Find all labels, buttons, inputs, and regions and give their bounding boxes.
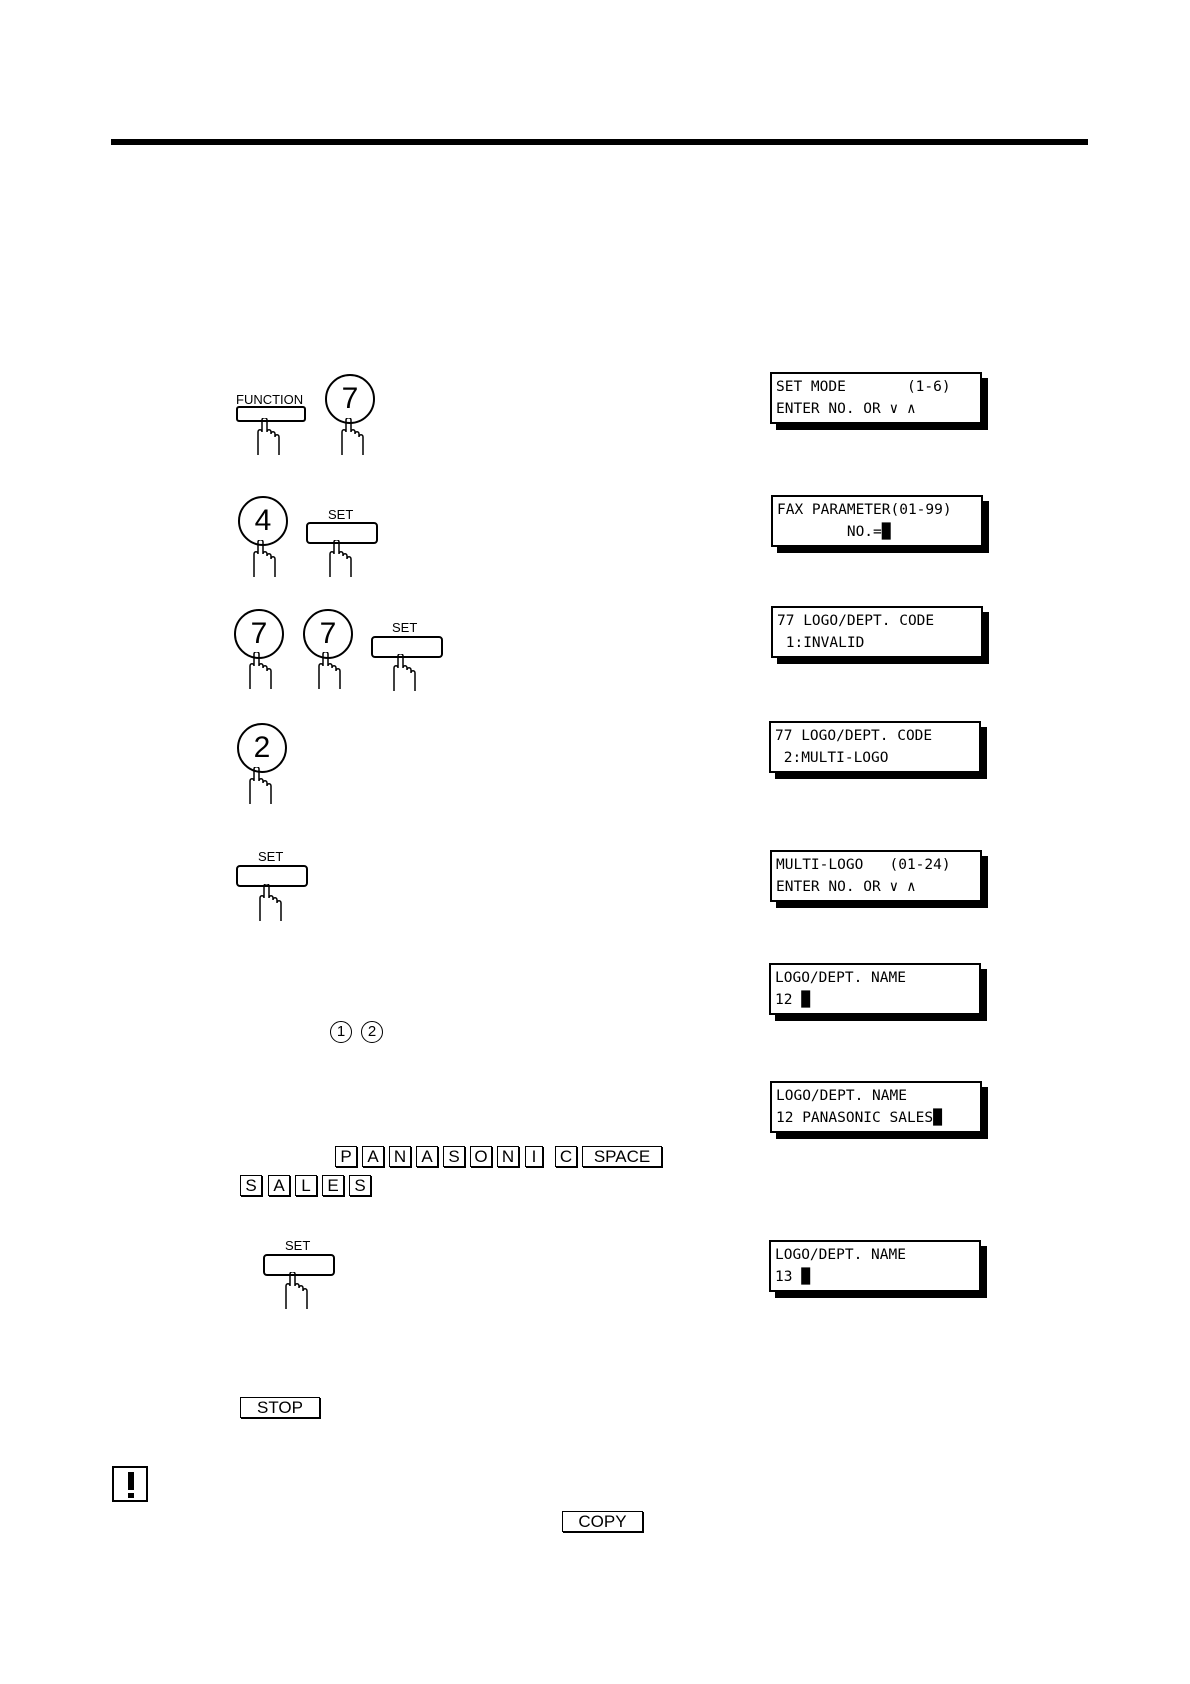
hand-icon	[315, 651, 351, 695]
set-key-label: SET	[328, 507, 354, 522]
digit-7-key[interactable]: 7	[303, 609, 353, 659]
function-key-label: FUNCTION	[236, 392, 304, 407]
top-rule	[111, 139, 1088, 145]
key-s[interactable]: S	[240, 1175, 262, 1196]
hand-icon	[256, 883, 292, 927]
function-key[interactable]	[236, 406, 306, 422]
space-key[interactable]: SPACE	[582, 1146, 662, 1167]
key-e[interactable]: E	[322, 1175, 344, 1196]
digit-2-key[interactable]: 2	[361, 1021, 383, 1043]
key-l[interactable]: L	[295, 1175, 317, 1196]
set-key[interactable]	[263, 1254, 335, 1276]
key-s[interactable]: S	[349, 1175, 371, 1196]
lcd-line: 12 █	[775, 992, 810, 1008]
lcd-line: LOGO/DEPT. NAME	[775, 1247, 906, 1263]
lcd-line: NO.=█	[777, 524, 891, 540]
set-key-label: SET	[285, 1238, 311, 1253]
stop-key[interactable]: STOP	[240, 1397, 320, 1418]
digit-4-key[interactable]: 4	[238, 496, 288, 546]
lcd-display-7: LOGO/DEPT. NAME 12 PANASONIC SALES█	[770, 1081, 982, 1133]
lcd-line: 13 █	[775, 1269, 810, 1285]
lcd-line: MULTI-LOGO (01-24)	[776, 857, 951, 873]
lcd-display-4: 77 LOGO/DEPT. CODE 2:MULTI-LOGO	[769, 721, 981, 773]
key-o[interactable]: O	[470, 1146, 492, 1167]
hand-icon	[250, 539, 286, 583]
key-a[interactable]: A	[416, 1146, 438, 1167]
key-c[interactable]: C	[555, 1146, 577, 1167]
lcd-line: ENTER NO. OR ∨ ∧	[776, 879, 916, 895]
lcd-line: 77 LOGO/DEPT. CODE	[775, 728, 933, 744]
copy-key[interactable]: COPY	[562, 1511, 643, 1532]
set-key[interactable]	[371, 636, 443, 658]
lcd-display-5: MULTI-LOGO (01-24) ENTER NO. OR ∨ ∧	[770, 850, 982, 902]
hand-icon	[246, 766, 282, 810]
lcd-line: LOGO/DEPT. NAME	[776, 1088, 907, 1104]
lcd-line: 1:INVALID	[777, 635, 865, 651]
set-key-label: SET	[392, 620, 418, 635]
lcd-line: SET MODE (1-6)	[776, 379, 951, 395]
lcd-display-2: FAX PARAMETER(01-99) NO.=█	[771, 495, 983, 547]
hand-icon	[338, 417, 374, 461]
digit-7-key[interactable]: 7	[325, 374, 375, 424]
lcd-display-3: 77 LOGO/DEPT. CODE 1:INVALID	[771, 606, 983, 658]
set-key[interactable]	[236, 865, 308, 887]
lcd-display-8: LOGO/DEPT. NAME 13 █	[769, 1240, 981, 1292]
set-key-label: SET	[258, 849, 284, 864]
hand-icon	[326, 539, 362, 583]
key-i[interactable]: I	[525, 1146, 543, 1167]
set-key[interactable]	[306, 522, 378, 544]
hand-icon	[282, 1271, 318, 1315]
key-a[interactable]: A	[362, 1146, 384, 1167]
key-s[interactable]: S	[443, 1146, 465, 1167]
lcd-display-6: LOGO/DEPT. NAME 12 █	[769, 963, 981, 1015]
lcd-line: 12 PANASONIC SALES█	[776, 1110, 942, 1126]
exclamation-note-icon	[112, 1466, 148, 1502]
lcd-line: 77 LOGO/DEPT. CODE	[777, 613, 935, 629]
key-n[interactable]: N	[497, 1146, 519, 1167]
digit-2-key[interactable]: 2	[237, 723, 287, 773]
key-n[interactable]: N	[389, 1146, 411, 1167]
hand-icon	[254, 417, 290, 461]
digit-1-key[interactable]: 1	[330, 1021, 352, 1043]
lcd-display-1: SET MODE (1-6) ENTER NO. OR ∨ ∧	[770, 372, 982, 424]
hand-icon	[390, 653, 426, 697]
lcd-line: ENTER NO. OR ∨ ∧	[776, 401, 916, 417]
lcd-line: FAX PARAMETER(01-99)	[777, 502, 952, 518]
lcd-line: LOGO/DEPT. NAME	[775, 970, 906, 986]
key-a[interactable]: A	[268, 1175, 290, 1196]
lcd-line: 2:MULTI-LOGO	[775, 750, 889, 766]
hand-icon	[246, 651, 282, 695]
key-p[interactable]: P	[335, 1146, 357, 1167]
